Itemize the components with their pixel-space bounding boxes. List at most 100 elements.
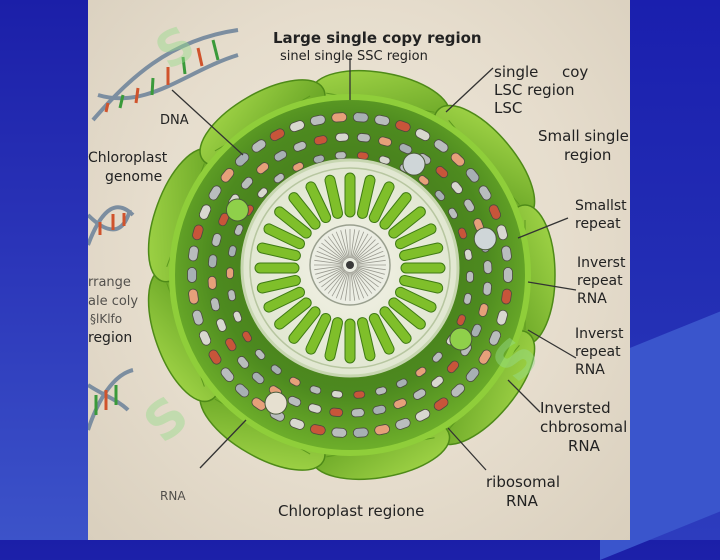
- sphere-bead: [449, 327, 473, 351]
- gene-bead: [208, 349, 222, 365]
- granum-ray: [331, 233, 347, 260]
- thylakoid-lamellae: [254, 172, 446, 364]
- thylakoid-lamella: [394, 286, 437, 313]
- label-chloroplast-regione: Chloroplast regione: [278, 502, 425, 520]
- label-lsc: LSC: [494, 99, 523, 117]
- gene-bead: [433, 139, 449, 153]
- gene-bead: [235, 383, 250, 398]
- gene-bead: [393, 398, 407, 409]
- gene-bead: [237, 356, 250, 369]
- granum-ray: [340, 230, 349, 259]
- gene-bead: [192, 309, 204, 326]
- gene-bead: [242, 330, 252, 343]
- gene-bead: [273, 150, 287, 162]
- granum-ray: [352, 231, 365, 259]
- label-chloroplast-genome-2: genome: [105, 169, 163, 185]
- label-inverst-2-repeat: repeat: [575, 344, 621, 360]
- label-left-cut-1: rrange: [88, 275, 131, 290]
- thylakoid-lamella: [274, 297, 312, 330]
- granum-ray: [356, 265, 386, 271]
- gene-bead: [352, 427, 369, 438]
- gene-bead: [463, 198, 475, 212]
- label-left-cut-3: §lKlfo: [90, 312, 123, 326]
- gene-bead: [398, 143, 413, 155]
- gene-bead: [356, 133, 371, 143]
- thylakoid-lamella: [379, 192, 412, 230]
- gene-bead: [293, 141, 307, 152]
- granum-ray: [353, 233, 369, 260]
- gene-bead: [251, 139, 267, 153]
- gene-bead: [335, 132, 350, 142]
- gene-bead: [188, 245, 199, 262]
- granum-ray: [335, 271, 348, 299]
- granum-ray: [355, 242, 379, 262]
- gene-bead: [375, 386, 387, 396]
- gene-bead: [434, 190, 446, 201]
- sphere-bead: [264, 391, 288, 415]
- dna-helix-bottom: [88, 368, 134, 431]
- label-small-single-region: region: [564, 146, 612, 164]
- thylakoid-lamella: [263, 286, 306, 313]
- thylakoid-lamella: [305, 181, 332, 224]
- granum-ray: [354, 269, 376, 291]
- granum-ray: [353, 270, 369, 297]
- gene-bead: [353, 390, 366, 399]
- gene-bead: [289, 417, 305, 430]
- gene-bead: [313, 154, 325, 164]
- gene-bead: [395, 417, 411, 430]
- label-chbrosomal: chbrosomal: [540, 418, 628, 436]
- granum-ray: [350, 229, 356, 259]
- thylakoid-lamella: [388, 297, 426, 330]
- gene-bead: [198, 204, 212, 220]
- gene-bead: [235, 152, 250, 167]
- gene-bead: [331, 427, 348, 438]
- gene-bead: [478, 349, 492, 365]
- gene-bead: [431, 375, 444, 388]
- gene-bead: [378, 136, 392, 147]
- gene-bead: [270, 364, 282, 375]
- granum-ray: [331, 270, 347, 297]
- gene-bead: [374, 424, 390, 436]
- thylakoid-lamella: [399, 242, 444, 262]
- gene-bead: [415, 409, 431, 422]
- central-granum-core: [346, 261, 354, 269]
- thylakoid-lamella: [344, 318, 356, 364]
- label-ssc-region: sinel single SSC region: [280, 49, 428, 64]
- granum-ray: [344, 229, 350, 259]
- thylakoid-lamella: [324, 317, 344, 362]
- gene-bead: [482, 281, 492, 296]
- granum-ray: [321, 268, 345, 288]
- gene-bead: [378, 155, 391, 165]
- gene-bead: [415, 366, 427, 377]
- sphere-bead: [473, 227, 497, 251]
- gene-bead: [257, 187, 268, 199]
- gene-bead: [488, 330, 502, 346]
- gene-bead: [251, 397, 267, 411]
- gene-bead: [374, 114, 390, 126]
- granum-ray: [335, 231, 348, 259]
- thylakoid-lamella: [368, 181, 395, 224]
- granum-ray: [315, 255, 344, 264]
- thylakoid-lamella: [263, 223, 306, 250]
- gene-bead: [395, 120, 411, 133]
- granum-ray: [355, 268, 382, 284]
- gene-bead: [310, 424, 326, 436]
- granum-ray: [314, 259, 344, 265]
- gene-bead: [463, 292, 472, 305]
- granum-ray: [355, 268, 379, 288]
- gene-bead: [292, 162, 304, 172]
- label-large-single-copy: Large single copy region: [273, 29, 482, 47]
- granum-ray: [353, 236, 373, 260]
- diagram-panel: S S S Large single copy region sinel sin…: [88, 0, 630, 540]
- label-chloroplast-genome: Chloroplast: [88, 150, 168, 166]
- gene-bead: [216, 318, 227, 332]
- label-ribosomal-rna: RNA: [506, 492, 538, 510]
- sphere-bead: [225, 198, 249, 222]
- gene-bead: [415, 128, 431, 141]
- label-inverst-2-rna: RNA: [575, 362, 605, 378]
- granum-ray: [354, 239, 376, 261]
- gene-bead: [225, 338, 237, 352]
- gene-bead: [207, 275, 217, 290]
- central-granum-rays: [314, 229, 386, 301]
- gene-bead: [446, 360, 460, 374]
